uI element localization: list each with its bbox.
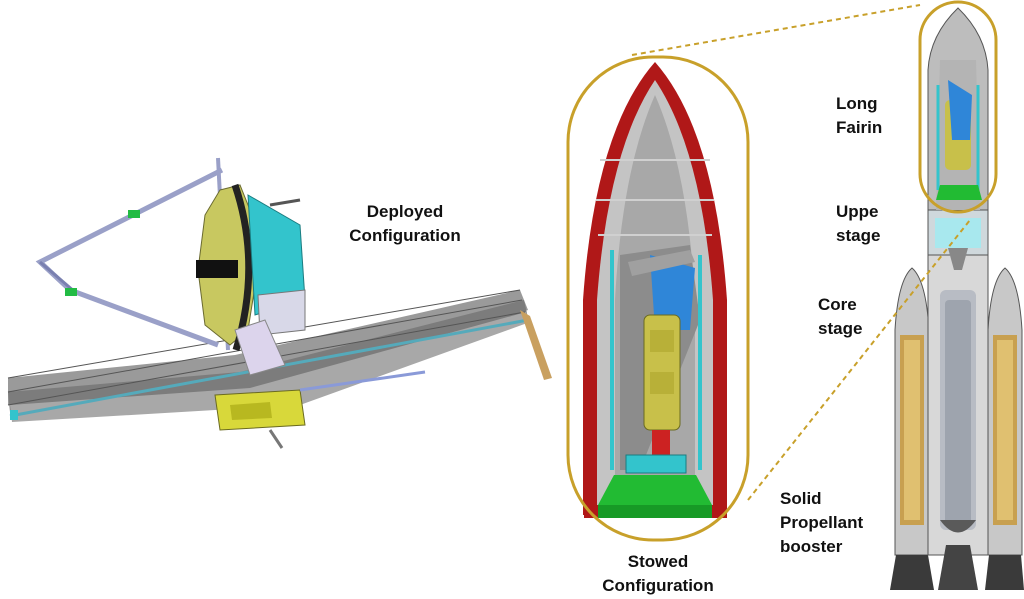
right-solid-booster — [985, 267, 1024, 590]
launch-vehicle-illustration — [890, 7, 1024, 590]
upper-stage — [927, 209, 989, 270]
stowed-telescope-illustration — [583, 62, 727, 518]
core-label-line1: Core — [818, 295, 857, 314]
callout-leader-top — [631, 4, 921, 56]
stowed-callout-outline — [566, 55, 750, 542]
instrument-module — [234, 194, 306, 376]
left-solid-booster — [890, 267, 934, 590]
core-stage-label: Core stage — [818, 293, 888, 341]
stowed-label-line2: Configuration — [602, 576, 714, 595]
deployed-label-line2: Configuration — [349, 226, 461, 245]
deployed-telescope-illustration — [7, 157, 552, 449]
booster-label-line1: Solid — [780, 489, 822, 508]
upper-label-line2: stage — [836, 226, 881, 245]
long-fairing-label: Long Fairin — [836, 92, 906, 140]
spacecraft-bus — [214, 370, 426, 449]
booster-label-line2: Propellant — [780, 513, 864, 532]
core-stage — [927, 254, 989, 590]
booster-label-line3: booster — [780, 537, 843, 556]
stowed-configuration-label: Stowed Configuration — [583, 550, 733, 598]
upper-stage-label: Uppe stage — [836, 200, 896, 248]
long-fairing — [927, 7, 989, 211]
deployed-label-line1: Deployed — [366, 202, 444, 221]
deployed-configuration-label: Deployed Configuration — [330, 200, 480, 248]
solid-booster-label: Solid Propellant booster — [780, 487, 890, 559]
upper-label-line1: Uppe — [836, 202, 879, 221]
fairing-label-line2: Fairin — [836, 118, 883, 137]
core-label-line2: stage — [818, 319, 863, 338]
fairing-callout-outline — [918, 0, 998, 214]
stowed-label-line1: Stowed — [627, 552, 689, 571]
callout-leader-bottom — [747, 219, 971, 501]
primary-mirror — [196, 183, 257, 352]
fairing-label-line1: Long — [836, 94, 878, 113]
